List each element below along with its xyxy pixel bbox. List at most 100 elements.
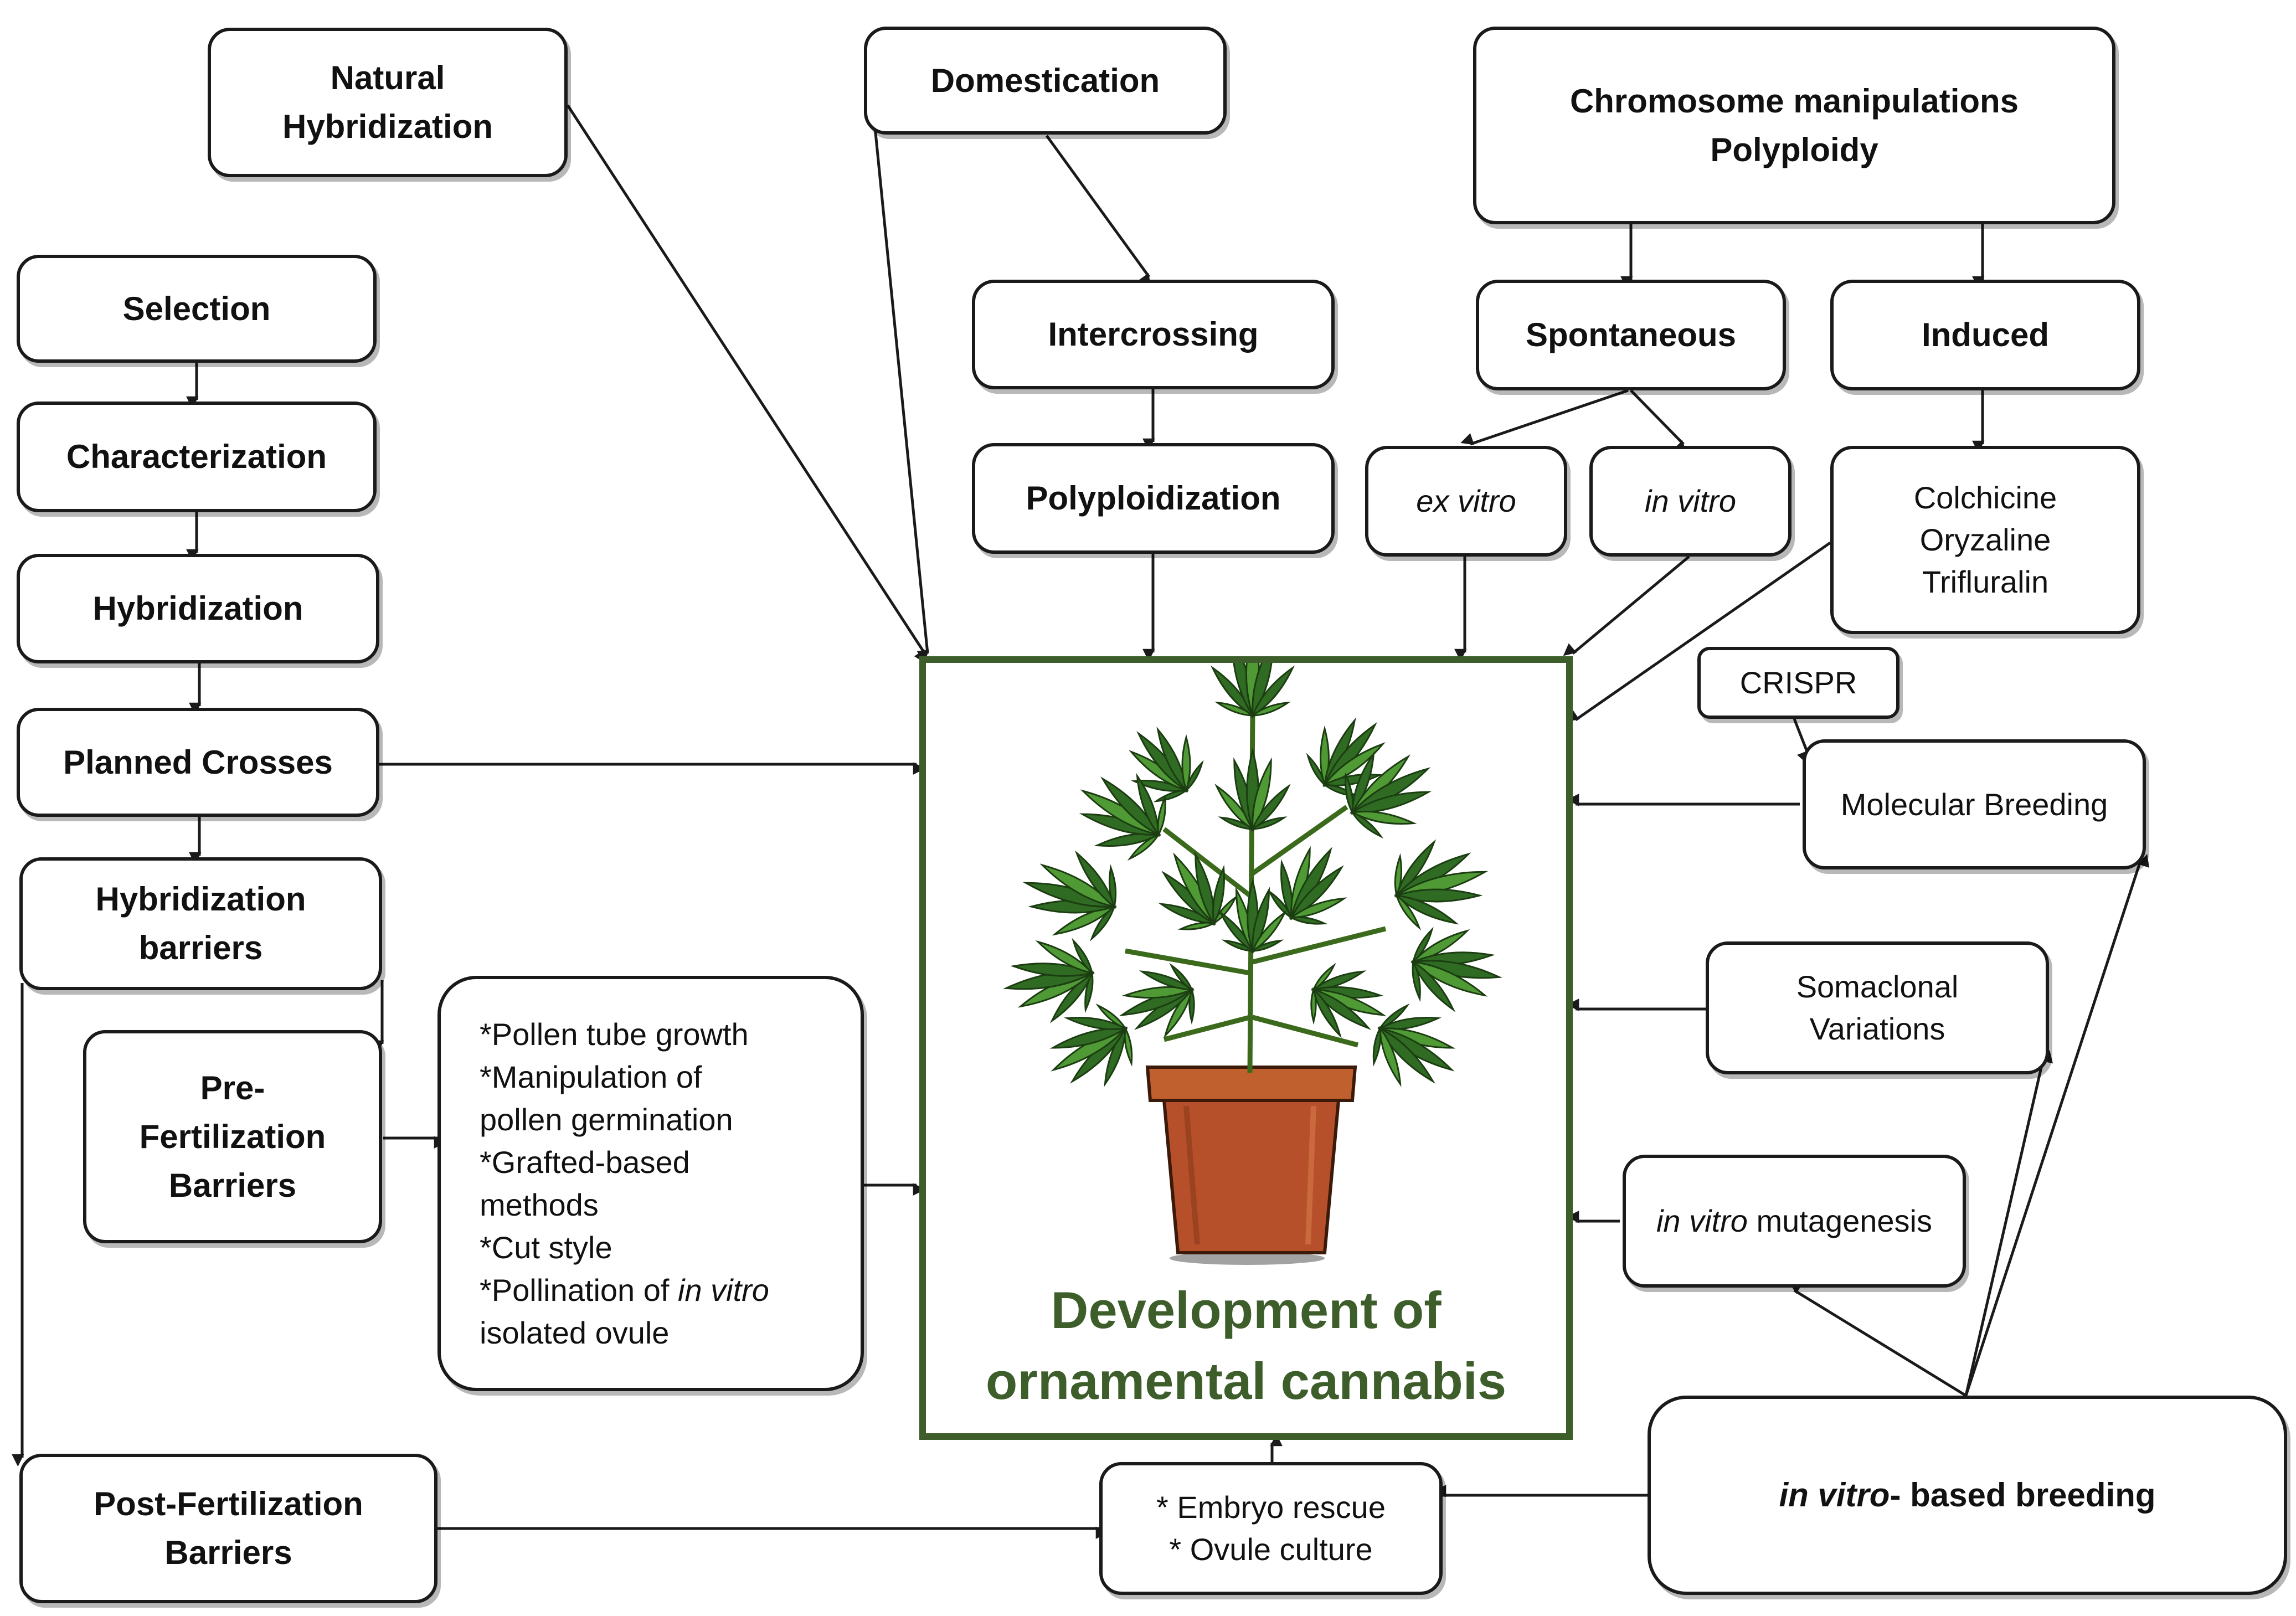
chemical-oryzaline: Oryzaline (1919, 522, 2051, 557)
pollen-line7-italic: in vitro (678, 1273, 769, 1308)
pollen-line3: pollen germination (480, 1102, 733, 1137)
post-fertilization-line2: Barriers (164, 1534, 292, 1571)
box-pollen-methods: *Pollen tube growth *Manipulation of pol… (437, 976, 864, 1391)
box-in-vitro-based-breeding: in vitro- based breeding (1648, 1396, 2287, 1595)
pre-fertilization-line3: Barriers (168, 1166, 297, 1204)
arrow-breeding-somaclonal (1964, 1050, 2053, 1396)
box-polyploidization: Polyploidization (972, 443, 1335, 554)
arrow-domestication-center (873, 127, 929, 663)
leaf (1181, 734, 1191, 793)
box-induced: Induced (1830, 280, 2140, 390)
leaf (1169, 963, 1194, 992)
ex-vitro-label: ex vitro (1416, 483, 1516, 518)
arrow-breeding-mutagenesis (1789, 1282, 1967, 1397)
post-fertilization-line1: Post-Fertilization (94, 1485, 363, 1522)
leaf (1139, 970, 1195, 991)
pollen-line6: *Cut style (480, 1230, 612, 1265)
in-vitro-label: in vitro (1645, 483, 1736, 518)
leaf (1289, 916, 1328, 925)
box-hybridization: Hybridization (17, 554, 379, 663)
leaf (1412, 959, 1421, 1002)
cannabis-plant-image (1003, 663, 1502, 1265)
somaclonal-line2: Variations (1809, 1011, 1945, 1046)
chemical-trifluralin: Trifluralin (1922, 564, 2049, 599)
induced-label: Induced (1921, 316, 2049, 353)
natural-hybridization-line2: Hybridization (282, 108, 493, 145)
leaf (1212, 864, 1225, 926)
leaf (1395, 893, 1421, 930)
leaf (1411, 960, 1456, 1012)
mutagenesis-rest: mutagenesis (1747, 1203, 1932, 1238)
leaf (1350, 810, 1384, 839)
leaf (1108, 864, 1117, 909)
leaf (1153, 789, 1189, 802)
molecular-breeding-label: Molecular Breeding (1840, 786, 2108, 822)
box-planned-crosses: Planned Crosses (17, 708, 379, 817)
pollen-line4: *Grafted-based (480, 1145, 690, 1180)
pollen-line7: *Pollination of in vitro (480, 1269, 769, 1311)
leaf (1250, 701, 1291, 717)
leaf (1035, 940, 1095, 975)
leaf (1379, 1026, 1402, 1087)
box-hybridization-barriers: Hybridization barriers (19, 857, 382, 990)
planned-crosses-label: Planned Crosses (63, 743, 333, 781)
pollen-line8: isolated ovule (480, 1315, 670, 1350)
hybridization-barriers-line1: Hybridization (95, 881, 306, 918)
leaf (1350, 810, 1417, 825)
leaf (1064, 1016, 1128, 1030)
crispr-label: CRISPR (1739, 665, 1857, 700)
leaf (1185, 760, 1204, 793)
characterization-label: Characterization (66, 438, 327, 475)
mutagenesis-label: in vitro mutagenesis (1656, 1200, 1932, 1242)
mutagenesis-italic: in vitro (1656, 1203, 1748, 1238)
box-pre-fertilization: Pre- Fertilization Barriers (83, 1030, 382, 1243)
spontaneous-label: Spontaneous (1525, 316, 1736, 353)
box-chromosome-manipulations: Chromosome manipulations Polyploidy (1473, 27, 2115, 224)
box-intercrossing: Intercrossing (972, 280, 1335, 389)
box-somaclonal-variations: Somaclonal Variations (1706, 941, 2049, 1074)
box-molecular-breeding: Molecular Breeding (1803, 739, 2146, 869)
box-in-vitro: in vitro (1589, 446, 1792, 557)
leaf (1250, 939, 1284, 952)
box-natural-hybridization: Natural Hybridization (208, 28, 568, 177)
arrow-chemicals-center (1566, 541, 1831, 722)
leaf (1250, 783, 1291, 831)
embryo-line2: * Ovule culture (1169, 1532, 1373, 1567)
leaf (1250, 665, 1295, 718)
leaf (1312, 987, 1342, 1038)
box-in-vitro-mutagenesis: in vitro mutagenesis (1623, 1155, 1966, 1288)
central-goal-box: Development of ornamental cannabis (919, 656, 1573, 1440)
arrow-domestication-intercrossing (1045, 135, 1151, 287)
arrow-invitro-center (1563, 555, 1690, 656)
central-title: Development of ornamental cannabis (926, 1275, 1566, 1417)
intercrossing-label: Intercrossing (1048, 316, 1259, 353)
pre-fertilization-line2: Fertilization (139, 1118, 326, 1155)
pollen-line7-plain: *Pollination of (480, 1273, 678, 1308)
hybridization-barriers-line2: barriers (138, 929, 263, 966)
box-chemicals: Colchicine Oryzaline Trifluralin (1830, 446, 2140, 634)
leaf (1072, 938, 1094, 976)
arrow-breeding-molecular (1964, 854, 2150, 1396)
leaf (1157, 794, 1166, 837)
leaf (1289, 897, 1347, 919)
pollen-line1: *Pollen tube growth (480, 1017, 749, 1052)
in-vitro-breeding-rest: - based breeding (1890, 1476, 2156, 1514)
box-embryo-ovule: * Embryo rescue * Ovule culture (1099, 1462, 1443, 1595)
in-vitro-breeding-italic: in vitro (1779, 1476, 1890, 1514)
leaf (1136, 773, 1160, 837)
natural-hybridization-line1: Natural (330, 59, 445, 96)
box-characterization: Characterization (17, 402, 377, 512)
leaf (1074, 850, 1116, 909)
chromosome-line1: Chromosome manipulations (1569, 82, 2019, 120)
box-post-fertilization: Post-Fertilization Barriers (19, 1454, 437, 1603)
leaf (1310, 987, 1317, 1025)
embryo-line1: * Embryo rescue (1156, 1490, 1386, 1525)
leaf (1250, 910, 1287, 953)
pollen-line2: *Manipulation of (480, 1059, 702, 1094)
arrow-crispr-molecular (1793, 718, 1810, 764)
leaf (1124, 1026, 1133, 1067)
hybridization-label: Hybridization (92, 590, 303, 627)
pre-fertilization-line1: Pre- (200, 1069, 265, 1107)
